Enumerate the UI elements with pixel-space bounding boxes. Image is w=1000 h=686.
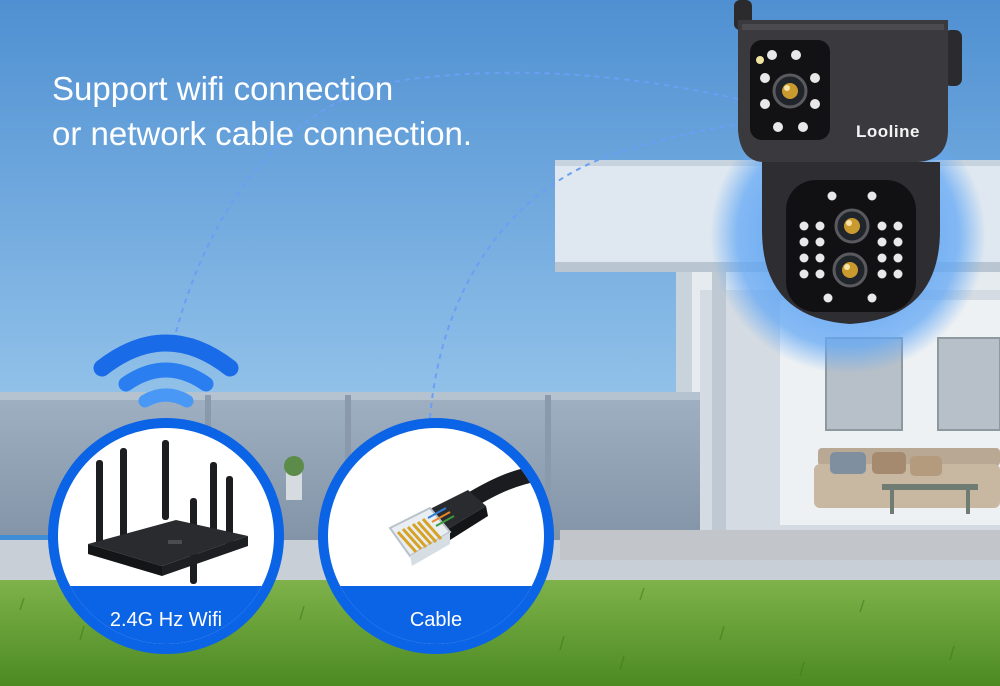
wifi-badge-band	[58, 586, 274, 644]
router-icon	[88, 440, 248, 584]
cable-badge: Cable	[318, 418, 554, 654]
headline-line-2: or network cable connection.	[52, 115, 473, 152]
cable-badge-band	[328, 586, 544, 644]
wifi-signal-icon	[93, 334, 239, 408]
wifi-badge: 2.4G Hz Wifi	[48, 418, 284, 654]
ethernet-plug-icon	[388, 464, 544, 566]
headline: Support wifi connection or network cable…	[52, 66, 472, 156]
headline-line-1: Support wifi connection	[52, 70, 394, 107]
wifi-badge-label: 2.4G Hz Wifi	[109, 609, 223, 631]
cable-badge-label: Cable	[409, 609, 463, 631]
wifi-badge-inner: 2.4G Hz Wifi	[58, 428, 274, 644]
cable-badge-inner: Cable	[328, 428, 544, 644]
brand-logo: Looline	[856, 122, 920, 141]
